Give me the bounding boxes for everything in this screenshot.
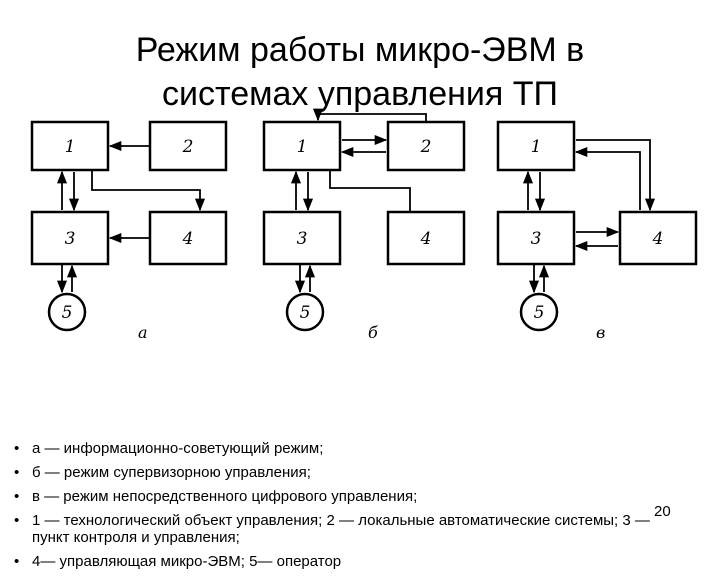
- panel-b: 1 2 3 4 5 б: [262, 108, 466, 342]
- panel-a-block-5-label: 5: [62, 303, 73, 323]
- panel-a: 1 2 3 4 5 а: [30, 120, 228, 342]
- page-number: 20: [654, 503, 671, 520]
- panel-b-letter: б: [368, 323, 378, 342]
- panel-a-arrow-1-to-4: [91, 170, 206, 212]
- panel-a-block-5: [47, 292, 87, 332]
- operating-modes-diagram: 1 2 3 4 5 а 1 2 3 4 5: [30, 108, 698, 342]
- panel-a-block-3: [30, 210, 110, 266]
- panel-b-block-5: [285, 292, 325, 332]
- slide-title-line-1: Режим работы микро-ЭВМ в: [135, 31, 585, 69]
- panel-b-block-3-label: 3: [297, 229, 308, 249]
- panel-c-arrow-1-to-4: [576, 139, 656, 212]
- panel-a-block-1-label: 1: [65, 137, 76, 157]
- panel-b-block-4-label: 4: [420, 229, 432, 249]
- panel-b-block-1: [262, 120, 342, 172]
- panel-c-block-3: [496, 210, 576, 266]
- panel-a-block-4-label: 4: [182, 229, 194, 249]
- panel-b-arrow-top-loop: [312, 108, 427, 122]
- legend-item-a: а — информационно-советующий режим;: [10, 440, 650, 457]
- panel-c-block-1: [496, 120, 576, 172]
- legend-item-c: в — режим непосредственного цифрового уп…: [10, 488, 650, 505]
- panel-c: 1 3 4 5 в: [496, 120, 698, 342]
- panel-c-block-4-label: 4: [652, 229, 664, 249]
- panel-b-block-1-label: 1: [297, 137, 308, 157]
- panel-b-block-4: [386, 210, 466, 266]
- legend-item-blocks-1-3: 1 — технологический объект управления; 2…: [10, 512, 650, 546]
- panel-b-block-2-label: 2: [420, 137, 432, 157]
- panel-c-arrow-4-to-1: [574, 146, 641, 210]
- panel-a-block-1: [30, 120, 110, 172]
- slide-title-line-2: системах управления ТП: [162, 75, 558, 113]
- panel-c-block-5-label: 5: [534, 303, 545, 323]
- legend-item-b: б — режим супервизорною управления;: [10, 464, 650, 481]
- legend-list: а — информационно-советующий режим; б — …: [10, 440, 650, 577]
- panel-a-block-3-label: 3: [65, 229, 76, 249]
- panel-c-block-4: [618, 210, 698, 266]
- panel-b-block-5-label: 5: [300, 303, 311, 323]
- panel-b-block-3: [262, 210, 342, 266]
- panel-c-block-1-label: 1: [531, 137, 542, 157]
- panel-c-block-3-label: 3: [531, 229, 542, 249]
- panel-a-block-2-label: 2: [182, 137, 194, 157]
- panel-b-block-2: [386, 120, 466, 172]
- slide-title: Режим работы микро-ЭВМ в системах управл…: [60, 28, 660, 116]
- panel-a-letter: а: [138, 323, 148, 342]
- panel-c-block-5: [519, 292, 559, 332]
- panel-b-wire-1-to-4: [329, 170, 411, 212]
- legend-item-blocks-4-5: 4— управляющая микро-ЭВМ; 5— оператор: [10, 553, 650, 570]
- panel-c-letter: в: [596, 323, 605, 342]
